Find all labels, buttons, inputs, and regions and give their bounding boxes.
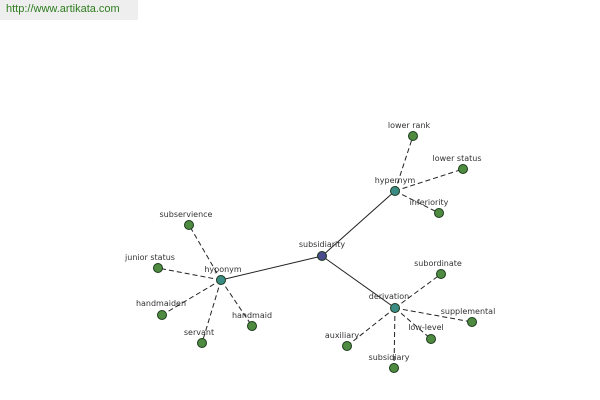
label-handmaiden[interactable]: handmaiden [136, 299, 186, 308]
label-low-level[interactable]: low-level [408, 323, 444, 332]
label-derivation[interactable]: derivation [369, 292, 409, 301]
edge-subsidiarity-hypernym [321, 190, 396, 257]
label-handmaid[interactable]: handmaid [232, 311, 272, 320]
graph-labels: subsidiarity hypernym hyponym derivation low… [124, 121, 495, 362]
node-inferiority[interactable] [434, 208, 444, 218]
url-banner: http://www.artikata.com [0, 0, 138, 20]
label-lower-rank[interactable]: lower rank [388, 121, 431, 130]
edge-hyponym-handmaid [220, 279, 253, 327]
label-junior-status[interactable]: junior status [124, 253, 175, 262]
node-subsidiary[interactable] [389, 363, 399, 373]
node-servant[interactable] [197, 338, 207, 348]
edge-derivation-subordinate [394, 273, 442, 309]
label-hyponym[interactable]: hyponym [204, 265, 242, 274]
label-subsidiarity[interactable]: subsidiarity [299, 240, 346, 249]
label-hypernym[interactable]: hypernym [375, 176, 416, 185]
edge-hypernym-lower-rank [394, 135, 414, 192]
node-handmaiden[interactable] [157, 310, 167, 320]
node-low-level[interactable] [426, 334, 436, 344]
node-subsidiarity[interactable] [317, 251, 327, 261]
edge-hyponym-junior-status [157, 267, 222, 281]
edge-hypernym-inferiority [394, 190, 440, 214]
label-servant[interactable]: servant [184, 328, 214, 337]
node-junior-status[interactable] [153, 263, 163, 273]
site-url-link[interactable]: http://www.artikata.com [6, 3, 120, 15]
edge-hypernym-lower-status [394, 168, 464, 192]
label-auxiliary[interactable]: auxiliary [325, 331, 360, 340]
edge-hyponym-servant [201, 279, 222, 344]
graph-edges [157, 135, 473, 369]
edge-hyponym-handmaiden [161, 279, 222, 316]
edge-hyponym-subservience [188, 224, 222, 281]
edge-derivation-auxiliary [346, 307, 396, 347]
node-subservience[interactable] [184, 220, 194, 230]
node-derivation[interactable] [390, 303, 400, 313]
node-supplemental[interactable] [467, 317, 477, 327]
edge-derivation-supplemental [394, 307, 473, 323]
node-lower-status[interactable] [458, 164, 468, 174]
edge-subsidiarity-hyponym [220, 255, 323, 281]
node-handmaid[interactable] [247, 321, 257, 331]
edge-derivation-subsidiary [393, 307, 396, 369]
label-supplemental[interactable]: supplemental [441, 307, 496, 316]
node-lower-rank[interactable] [408, 131, 418, 141]
node-subordinate[interactable] [436, 269, 446, 279]
node-hyponym[interactable] [216, 275, 226, 285]
label-subservience[interactable]: subservience [160, 210, 213, 219]
graph-nodes [153, 131, 477, 373]
node-hypernym[interactable] [390, 186, 400, 196]
edge-subsidiarity-derivation [321, 255, 396, 309]
label-subordinate[interactable]: subordinate [414, 259, 462, 268]
node-auxiliary[interactable] [342, 341, 352, 351]
label-lower-status[interactable]: lower status [433, 154, 482, 163]
label-inferiority[interactable]: inferiority [410, 198, 449, 207]
label-subsidiary[interactable]: subsidiary [369, 353, 410, 362]
